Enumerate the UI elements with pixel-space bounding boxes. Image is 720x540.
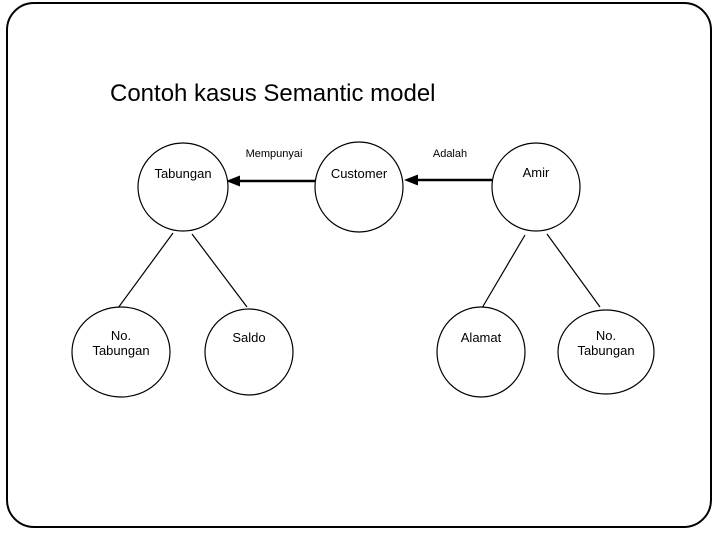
arrowhead-left-icon	[226, 175, 240, 187]
connector-amir-to-no-tabungan	[546, 233, 601, 308]
attribute-node-no-tabungan-left	[71, 306, 171, 398]
attribute-node-saldo	[204, 308, 294, 396]
relation-label-adalah: Adalah	[433, 148, 467, 160]
entity-label-customer: Customer	[331, 166, 388, 181]
arrowhead-left-icon	[404, 174, 418, 186]
entity-label-amir: Amir	[523, 165, 550, 180]
entity-node-amir	[491, 142, 581, 232]
attribute-node-no-tabungan-right	[557, 309, 655, 395]
attribute-label-saldo: Saldo	[232, 330, 265, 345]
attribute-label-alamat: Alamat	[461, 330, 502, 345]
connector-tabungan-to-saldo	[191, 233, 248, 308]
connector-tabungan-to-no-tabungan	[117, 232, 174, 309]
attribute-node-alamat	[436, 306, 526, 398]
attribute-label-no-tabungan-right-line1: No.	[596, 328, 616, 343]
slide-border	[6, 2, 712, 528]
attribute-label-no-tabungan-left-line1: No.	[111, 328, 131, 343]
arrow-amir-to-customer	[404, 174, 492, 186]
attribute-label-no-tabungan-right-line2: Tabungan	[577, 343, 634, 358]
page-title: Contoh kasus Semantic model	[110, 80, 436, 107]
entity-label-tabungan: Tabungan	[154, 166, 211, 181]
connector-amir-to-alamat	[481, 234, 526, 309]
arrow-customer-to-tabungan	[226, 175, 315, 187]
entity-node-customer	[314, 141, 404, 233]
relation-label-mempunyai: Mempunyai	[246, 148, 303, 160]
attribute-label-no-tabungan-left-line2: Tabungan	[92, 343, 149, 358]
entity-node-tabungan	[137, 142, 229, 232]
